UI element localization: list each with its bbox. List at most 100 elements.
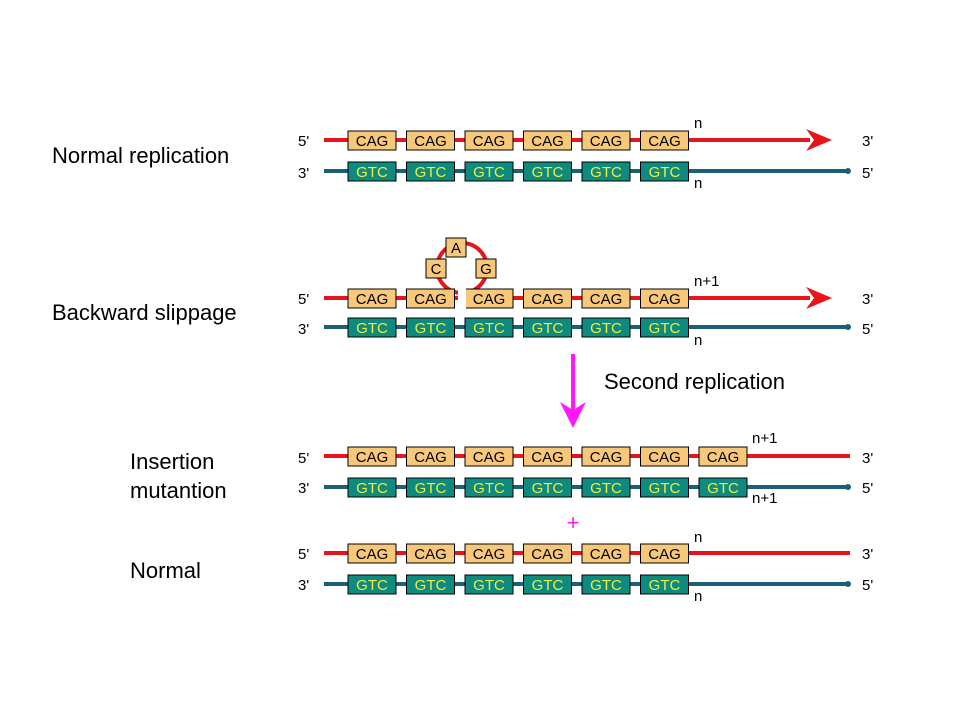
cag-label: CAG xyxy=(473,291,506,308)
bottom-count: n xyxy=(694,332,702,349)
gtc-box xyxy=(406,317,455,338)
bottom-5prime: 5' xyxy=(862,577,873,594)
bottom-5prime: 5' xyxy=(862,480,873,497)
cag-label: CAG xyxy=(473,133,506,150)
gtc-label: GTC xyxy=(473,164,505,181)
cag-box xyxy=(406,130,455,151)
top-strand-arrowhead xyxy=(806,129,832,151)
gtc-label: GTC xyxy=(532,320,564,337)
loop-letter-g: G xyxy=(475,258,497,279)
cag-box xyxy=(347,288,397,309)
cag-label: CAG xyxy=(531,291,564,308)
cag-repeats: CAG CAG CAG CAG CAG CAG xyxy=(347,130,689,151)
cag-box xyxy=(523,446,572,467)
top-5prime: 5' xyxy=(298,291,309,308)
top-count: n+1 xyxy=(694,273,719,290)
cag-box xyxy=(347,543,397,564)
gtc-label: GTC xyxy=(532,577,564,594)
loop-letter-c-text: C xyxy=(431,261,442,278)
cag-box xyxy=(640,130,689,151)
gtc-label: GTC xyxy=(356,577,388,594)
bottom-5prime: 5' xyxy=(862,165,873,182)
gtc-label: GTC xyxy=(649,480,681,497)
gtc-label: GTC xyxy=(415,480,447,497)
gtc-box xyxy=(698,477,748,498)
gtc-label: GTC xyxy=(590,164,622,181)
bottom-3prime: 3' xyxy=(298,165,309,182)
cag-label: CAG xyxy=(648,449,681,466)
gtc-box xyxy=(523,317,572,338)
gtc-label: GTC xyxy=(532,164,564,181)
gtc-box xyxy=(464,477,514,498)
loop-letter-g-text: G xyxy=(480,261,492,278)
cag-label: CAG xyxy=(648,133,681,150)
bottom-count: n xyxy=(694,588,702,605)
label-insertion-line1: Insertion xyxy=(130,449,214,474)
bottom-3prime: 3' xyxy=(298,321,309,338)
bottom-count: n+1 xyxy=(752,490,777,507)
bottom-strand-end xyxy=(845,484,851,490)
bottom-strand-end xyxy=(845,581,851,587)
loop-letter-a: A xyxy=(445,237,467,258)
cag-box xyxy=(698,446,748,467)
gtc-box xyxy=(523,477,572,498)
gtc-label: GTC xyxy=(649,577,681,594)
gtc-label: GTC xyxy=(590,577,622,594)
bottom-strand-end xyxy=(845,324,851,330)
gtc-label: GTC xyxy=(415,577,447,594)
gtc-box xyxy=(406,477,455,498)
cag-label: CAG xyxy=(590,546,623,563)
cag-label: CAG xyxy=(590,449,623,466)
label-normal: Normal xyxy=(130,558,201,583)
cag-box xyxy=(640,446,689,467)
top-count: n xyxy=(694,529,702,546)
cag-label: CAG xyxy=(356,133,389,150)
gtc-box xyxy=(347,161,397,182)
cag-box xyxy=(464,543,514,564)
cag-label: CAG xyxy=(531,133,564,150)
cag-box xyxy=(523,130,572,151)
cag-box xyxy=(640,543,689,564)
label-insertion-line2: mutantion xyxy=(130,478,227,503)
gtc-label: GTC xyxy=(356,480,388,497)
cag-box xyxy=(523,288,572,309)
bottom-3prime: 3' xyxy=(298,577,309,594)
gtc-box xyxy=(523,161,572,182)
cag-label: CAG xyxy=(648,546,681,563)
cag-label: CAG xyxy=(414,291,447,308)
cag-label: CAG xyxy=(414,133,447,150)
gtc-label: GTC xyxy=(356,320,388,337)
gtc-box xyxy=(464,317,514,338)
top-count: n xyxy=(694,115,702,132)
gtc-box xyxy=(640,317,689,338)
cag-box xyxy=(523,543,572,564)
cag-box xyxy=(406,288,455,309)
cag-box xyxy=(464,446,514,467)
cag-label: CAG xyxy=(414,449,447,466)
gtc-box xyxy=(347,477,397,498)
cag-box xyxy=(581,130,631,151)
cag-label: CAG xyxy=(473,449,506,466)
top-strand-arrowhead xyxy=(806,287,832,309)
cag-label: CAG xyxy=(590,133,623,150)
gtc-box xyxy=(347,574,397,595)
second-replication-label: Second replication xyxy=(604,369,785,394)
cag-box xyxy=(347,446,397,467)
bottom-strand-end xyxy=(845,168,851,174)
gtc-box xyxy=(523,574,572,595)
cag-box xyxy=(406,543,455,564)
bottom-3prime: 3' xyxy=(298,480,309,497)
cag-box xyxy=(464,130,514,151)
gtc-label: GTC xyxy=(649,320,681,337)
top-count: n+1 xyxy=(752,430,777,447)
gtc-box xyxy=(347,317,397,338)
